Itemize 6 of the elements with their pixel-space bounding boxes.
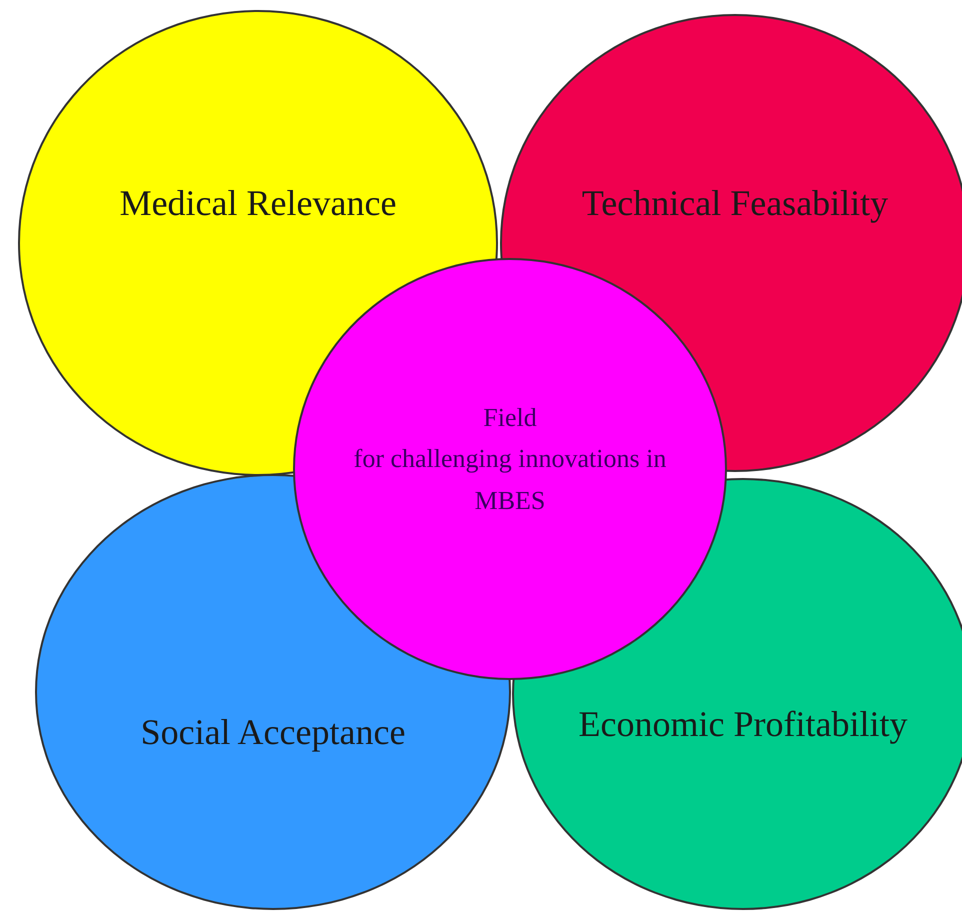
circle-label: for challenging innovations in MBES <box>352 443 668 517</box>
circle-label: Medical Relevance <box>120 182 396 225</box>
circle-label: Technical Feasability <box>582 182 888 225</box>
circle-label: Economic Profitability <box>578 702 908 746</box>
circle-label: Field <box>483 402 537 434</box>
circle-label: Social Acceptance <box>140 710 406 754</box>
